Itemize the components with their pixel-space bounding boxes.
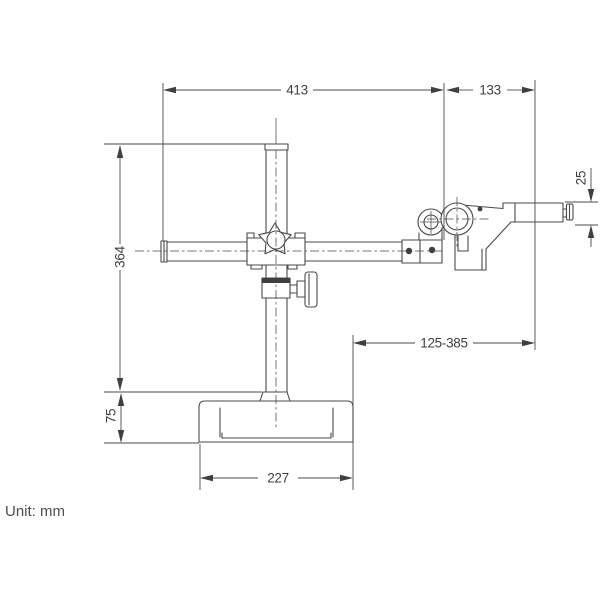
cross-block-assembly — [246, 222, 318, 308]
set-screw-dot — [477, 206, 483, 212]
dim-label-364: 364 — [113, 245, 128, 267]
pillar-mount-boss — [259, 391, 291, 402]
arm-clamp-block — [401, 239, 443, 264]
dim-label-227: 227 — [267, 471, 289, 486]
mount-screw — [562, 203, 574, 221]
dim-base-height: 75 — [104, 393, 199, 444]
clamp-screw-dot — [428, 246, 436, 254]
dim-label-25: 25 — [574, 171, 589, 185]
centerlines — [135, 150, 443, 430]
dim-mount-bar-height: 25 — [565, 168, 598, 247]
dim-base-width: 227 — [199, 444, 353, 490]
clamp-screw-dot — [405, 247, 413, 255]
dim-label-75: 75 — [104, 409, 119, 423]
dim-horizontal-reach: 125-385 — [352, 335, 535, 490]
dim-label-413: 413 — [286, 83, 308, 98]
dim-label-125-385: 125-385 — [420, 336, 467, 351]
dim-stand-height: 364 — [104, 143, 266, 393]
pillar-top-cap — [264, 143, 289, 151]
head-assembly — [401, 197, 574, 271]
unit-note: Unit: mm — [5, 503, 65, 520]
tension-knob — [289, 271, 318, 308]
dim-label-133: 133 — [479, 83, 501, 98]
pillar-shaft — [265, 148, 288, 393]
dim-boom-arm-length: 413 — [162, 83, 445, 241]
dim-head-overhang: 133 — [446, 80, 536, 350]
